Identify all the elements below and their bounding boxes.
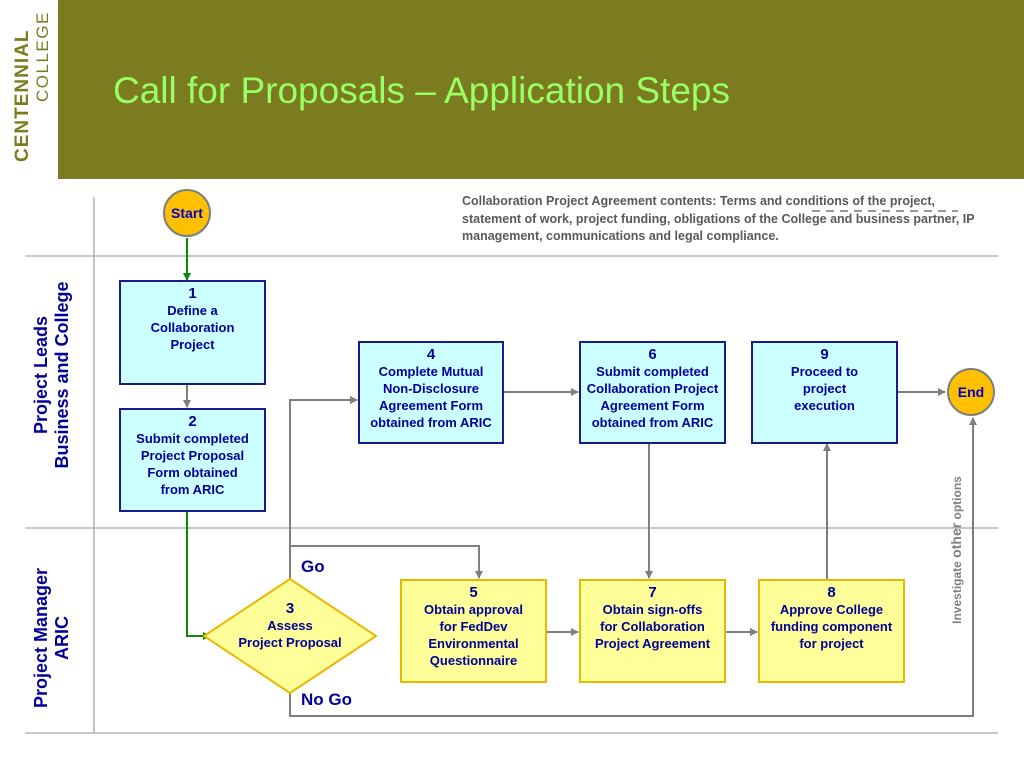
step-2-box: 2 Submit completed Project Proposal Form… [119,408,266,512]
step-9-number: 9 [820,346,829,363]
step-7-box: 7 Obtain sign-offs for Collaboration Pro… [579,579,726,683]
start-terminal: Start [163,189,211,237]
step-4-box: 4 Complete Mutual Non-Disclosure Agreeme… [358,341,504,444]
step-3-number: 3 [285,600,295,617]
step-1-number: 1 [188,285,197,302]
step-6-number: 6 [648,346,657,363]
title-banner: CENTENNIAL COLLEGE Call for Proposals – … [0,0,1024,179]
step-4-number: 4 [426,346,436,363]
step-7-number: 7 [648,584,657,601]
connector-nogo-to-end [289,417,977,717]
step-5-number: 5 [469,584,478,601]
step-7-text: Obtain sign-offs for Collaboration Proje… [594,602,711,651]
investigate-text-3: options [950,476,964,523]
step-9-text: Proceed to project execution [790,364,859,413]
connector-go-to-5 [290,545,483,579]
investigate-other-options-label: Investigate other options [948,476,964,624]
connector-3-to-4 [289,396,358,579]
lane-project-leads: Project Leads Business and College [31,281,72,469]
step-6-text: Submit completed Collaboration Project A… [586,364,719,430]
step-8-text: Approve College funding component for pr… [770,602,893,651]
investigate-text-1: Investigate [950,557,964,624]
step-2-number: 2 [188,413,197,430]
decision-diamond [202,577,378,695]
step-8-number: 8 [827,584,836,601]
slide-title: Call for Proposals – Application Steps [113,70,731,111]
go-label: Go [301,557,325,576]
step-5-text: Obtain approval for FedDev Environmental… [424,602,523,668]
college-logo: CENTENNIAL COLLEGE [0,0,58,179]
step-6-box: 6 Submit completed Collaboration Project… [579,341,726,444]
logo-text-college: COLLEGE [33,11,52,102]
agreement-contents-note: Collaboration Project Agreement contents… [462,194,975,243]
step-3-label: 3 Assess Project Proposal [222,600,358,651]
step-8-box: 8 Approve College funding component for … [758,579,905,683]
investigate-text-2: other [948,522,964,558]
step-5-box: 5 Obtain approval for FedDev Environment… [400,579,547,683]
end-terminal: End [947,368,995,416]
connector-2-to-3 [186,512,211,640]
logo-text-centennial: CENTENNIAL [12,30,33,162]
step-3-text: Assess Project Proposal [238,618,342,650]
step-9-box: 9 Proceed to project execution [751,341,898,444]
step-4-text: Complete Mutual Non-Disclosure Agreement… [370,364,492,430]
no-go-label: No Go [301,690,352,709]
lane-project-manager: Project Manager ARIC [31,567,72,709]
step-2-text: Submit completed Project Proposal Form o… [136,431,249,497]
step-1-box: 1 Define a Collaboration Project [119,280,266,385]
step-1-text: Define a Collaboration Project [150,303,235,352]
